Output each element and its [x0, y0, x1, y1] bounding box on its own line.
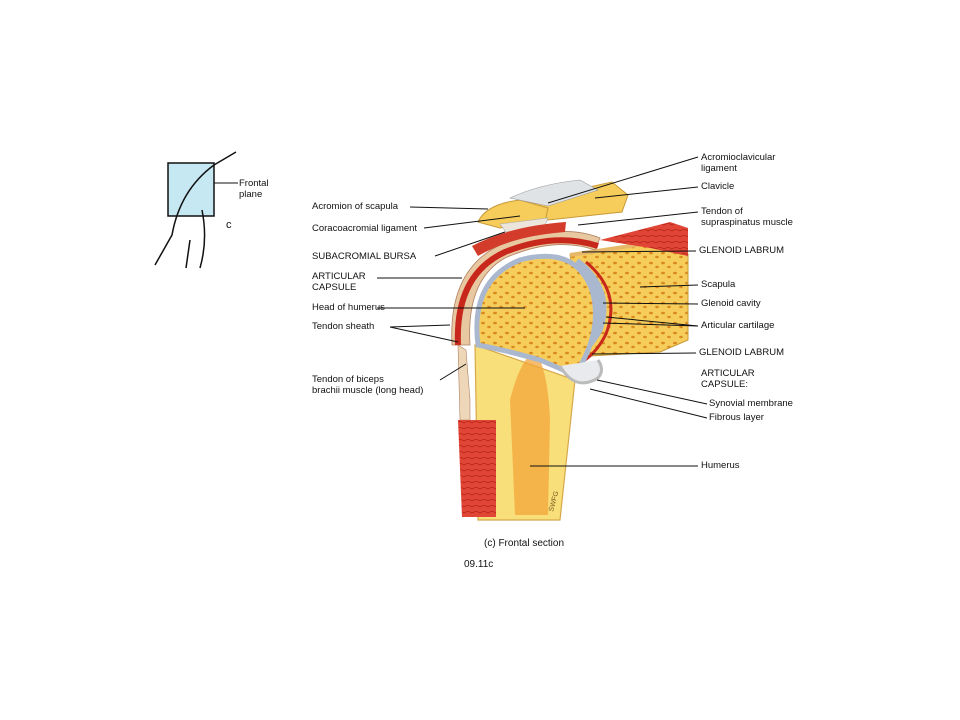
leader-glenoid-cavity	[602, 302, 699, 305]
label-tendon-biceps: Tendon of biceps brachii muscle (long he…	[312, 374, 424, 396]
acromioclavicular-ligament	[509, 179, 599, 207]
leader-synovial	[596, 379, 708, 405]
medullary-cavity	[510, 350, 550, 515]
label-articular-capsule-right: ARTICULAR CAPSULE:	[701, 368, 755, 390]
shoulder-section: SWFG	[451, 179, 690, 521]
leader-lines	[377, 156, 708, 467]
label-acromion: Acromion of scapula	[312, 201, 399, 212]
leader-glenoid-labrum-bottom	[591, 352, 697, 355]
label-tendon-sheath: Tendon sheath	[312, 321, 375, 332]
label-synovial-membrane: Synovial membrane	[709, 398, 793, 409]
label-acromioclavicular: Acromioclavicular ligament	[701, 152, 776, 174]
label-glenoid-cavity: Glenoid cavity	[701, 298, 761, 309]
label-glenoid-labrum-bottom: GLENOID LABRUM	[699, 347, 784, 358]
figure-caption: (c) Frontal section	[484, 538, 565, 549]
label-coracoacromial: Coracoacromial ligament	[312, 223, 418, 234]
frontal-plane-label: Frontal plane	[239, 178, 269, 200]
leader-biceps	[439, 363, 467, 381]
subacromial-bursa	[472, 222, 566, 256]
leader-acromion	[409, 206, 489, 210]
label-head-of-humerus: Head of humerus	[312, 302, 385, 313]
leader-cartilage-b	[602, 322, 699, 327]
label-fibrous-layer: Fibrous layer	[709, 412, 764, 423]
leader-coracoacromial	[423, 215, 521, 229]
leader-cartilage-a	[605, 316, 699, 327]
leader-scapula	[639, 284, 699, 288]
supraspinatus-muscle	[600, 222, 688, 256]
biceps-muscle	[458, 420, 496, 517]
leader-subacromial-bursa	[434, 231, 506, 257]
label-supraspinatus: Tendon of supraspinatus muscle	[701, 206, 793, 228]
label-articular-cartilage: Articular cartilage	[701, 320, 775, 331]
body-outline	[154, 151, 237, 266]
frontal-plane-inset	[154, 151, 238, 269]
label-clavicle: Clavicle	[701, 181, 735, 192]
view-letter: c	[226, 219, 232, 231]
label-glenoid-labrum-top: GLENOID LABRUM	[699, 245, 784, 256]
glenoid-red	[577, 260, 613, 366]
synovial-fold	[558, 359, 603, 385]
biceps-tendon	[457, 344, 471, 421]
capsule-red	[454, 237, 599, 346]
leader-glenoid-labrum-top	[581, 250, 697, 253]
leader-tendon-sheath-b	[389, 326, 459, 343]
arm-outline	[185, 209, 206, 269]
leader-clavicle	[594, 186, 699, 199]
leader-acromioclavicular	[547, 156, 699, 204]
leader-supraspinatus	[577, 211, 699, 226]
leader-tendon-sheath-a	[389, 324, 451, 328]
humeral-head	[474, 253, 599, 379]
label-subacromial-bursa: SUBACROMIAL BURSA	[312, 251, 417, 262]
leader-fibrous	[589, 388, 708, 419]
label-humerus: Humerus	[701, 460, 740, 471]
figure-id: 09.11c	[464, 559, 494, 570]
label-articular-capsule-left: ARTICULAR CAPSULE	[312, 271, 366, 293]
label-scapula: Scapula	[701, 279, 736, 290]
